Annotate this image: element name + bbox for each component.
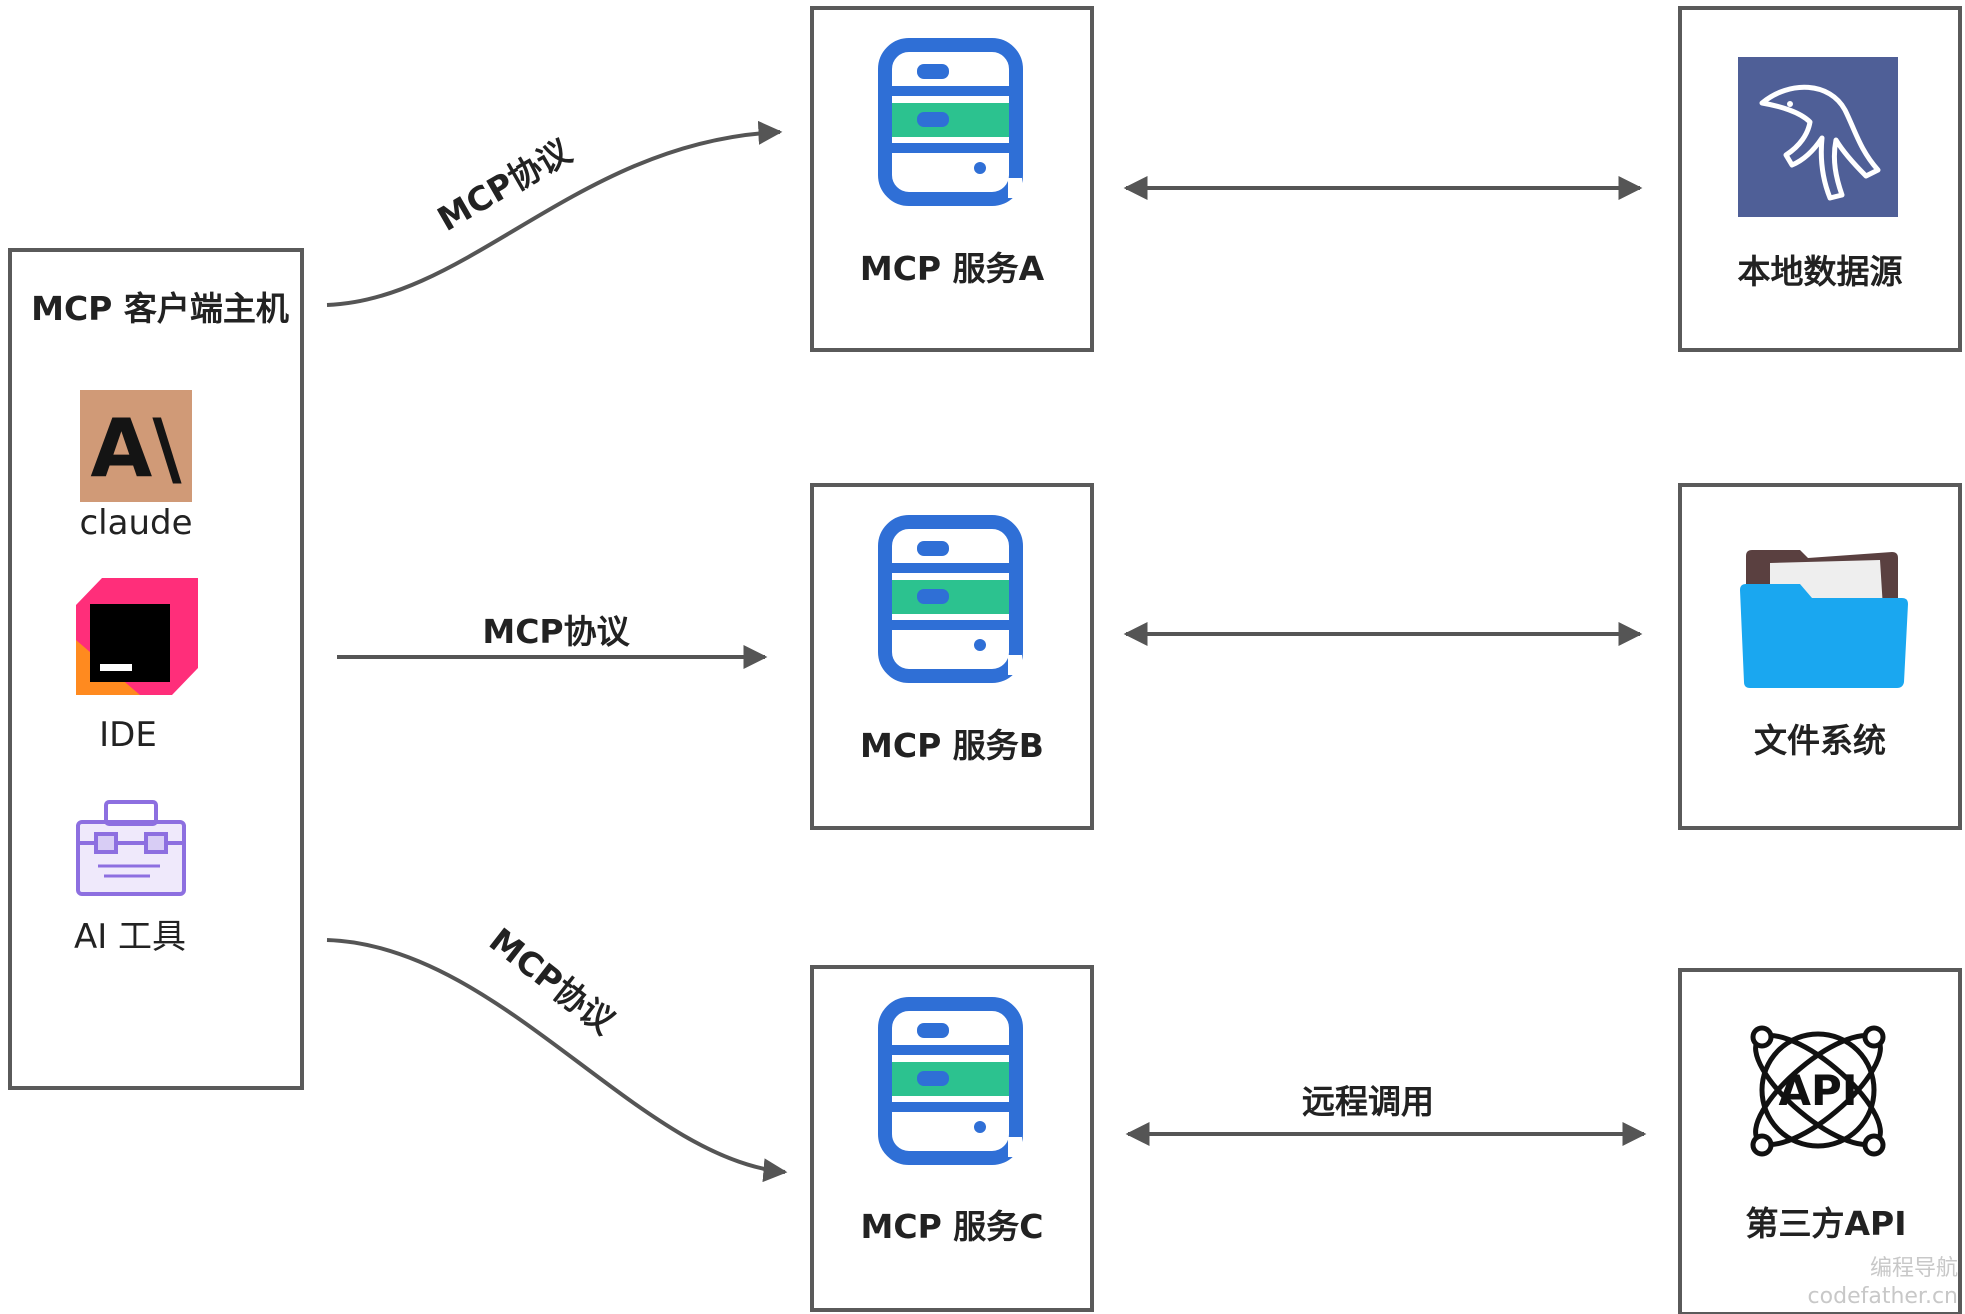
toolbox-icon — [76, 800, 186, 896]
ide-app: IDE — [76, 578, 198, 755]
connector-client-to-server-c — [326, 938, 788, 1183]
third-party-api-label: 第三方API — [1745, 1204, 1906, 1243]
local-data-box: 本地数据源 — [1678, 6, 1962, 352]
ai-tool-app: AI 工具 — [74, 800, 186, 957]
claude-label: claude — [79, 503, 192, 543]
connector-client-to-server-a — [326, 120, 783, 307]
protocol-label-b: MCP协议 — [482, 612, 630, 651]
server-b-label: MCP 服务B — [860, 726, 1044, 765]
server-icon — [878, 515, 1023, 683]
server-c-box: MCP 服务C — [810, 965, 1094, 1312]
anthropic-logo-icon — [80, 390, 192, 502]
ai-tool-label: AI 工具 — [74, 917, 186, 957]
server-icon — [878, 38, 1023, 206]
api-icon-text: API — [1779, 1066, 1858, 1115]
jetbrains-ide-icon — [76, 578, 198, 695]
filesystem-label: 文件系统 — [1754, 721, 1886, 760]
watermark-line1: 编程导航 — [1870, 1256, 1958, 1281]
folder-icon — [1740, 550, 1908, 688]
filesystem-box: 文件系统 — [1678, 483, 1962, 830]
protocol-label-c: MCP协议 — [482, 920, 623, 1042]
client-host-box: MCP 客户端主机 A\ claude IDE — [8, 248, 304, 1090]
api-icon — [1750, 1025, 1886, 1157]
remote-call-label: 远程调用 — [1302, 1082, 1434, 1121]
claude-app: A\ claude — [79, 390, 193, 543]
client-host-title: MCP 客户端主机 — [31, 289, 289, 328]
protocol-label-a: MCP协议 — [431, 131, 579, 239]
ide-label: IDE — [99, 715, 157, 755]
mysql-dolphin-icon — [1738, 57, 1898, 217]
server-icon — [878, 997, 1023, 1165]
third-party-api-box: API 第三方API — [1678, 968, 1962, 1314]
anthropic-logo-text: A\ — [90, 402, 182, 495]
server-a-label: MCP 服务A — [860, 249, 1045, 288]
watermark-line2: codefather.cn — [1808, 1284, 1958, 1309]
server-a-box: MCP 服务A — [810, 6, 1094, 352]
local-data-label: 本地数据源 — [1738, 252, 1903, 291]
server-b-box: MCP 服务B — [810, 483, 1094, 830]
server-c-label: MCP 服务C — [861, 1207, 1044, 1246]
